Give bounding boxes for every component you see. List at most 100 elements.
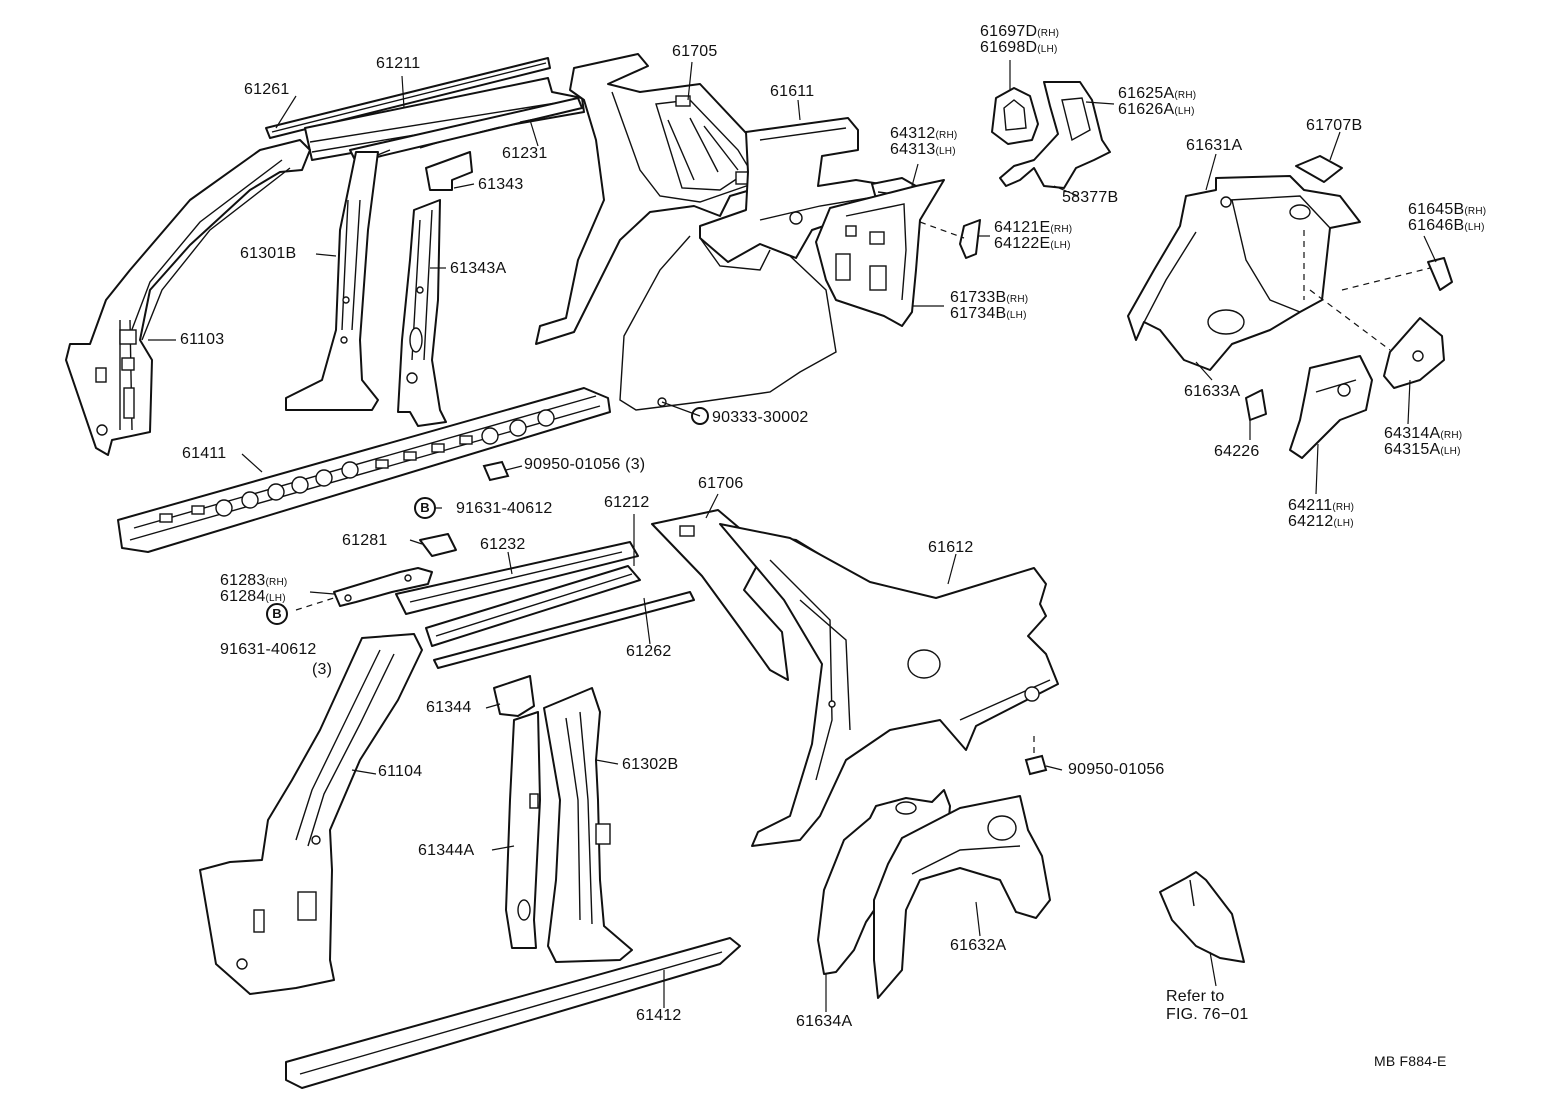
reference-note-line1: Refer to — [1166, 988, 1225, 1005]
part-90950-01056-nut-b — [1024, 754, 1048, 776]
part-61343-bracket — [425, 151, 473, 191]
reference-note-line2: FIG. 76−01 — [1166, 1006, 1249, 1023]
label-64312-side: (RH) — [935, 130, 958, 141]
label-90950-01056-a-qty: (3) — [625, 456, 646, 473]
label-61344A: 61344A — [418, 842, 475, 859]
part-61104-front-pillar-outer — [199, 633, 423, 995]
part-61232-roof-inner-rail-b — [395, 541, 639, 615]
label-61632A: 61632A — [950, 937, 1007, 954]
label-64226: 64226 — [1214, 443, 1260, 460]
label-61283-number: 61283 — [220, 572, 266, 589]
label-64122E: 64122E(LH) — [994, 236, 1071, 253]
label-61707B: 61707B — [1306, 117, 1363, 134]
part-61283-bracket — [333, 567, 433, 607]
part-61697D-cap — [991, 87, 1039, 145]
label-90950-01056-b: 90950-01056 — [1068, 761, 1165, 778]
bolt-marker-b-lower: B — [266, 603, 288, 625]
label-61283-side: (RH) — [265, 577, 288, 588]
label-61301B: 61301B — [240, 245, 297, 262]
label-64315A-side: (LH) — [1440, 446, 1461, 457]
label-64315A: 64315A(LH) — [1384, 442, 1461, 459]
label-64122E-side: (LH) — [1050, 240, 1071, 251]
label-64121E: 64121E(RH) — [994, 220, 1072, 237]
label-61645B-side: (RH) — [1464, 206, 1487, 217]
label-64312-number: 64312 — [890, 125, 936, 142]
label-61698D-number: 61698D — [980, 39, 1038, 56]
part-61343A-center-pillar-reinforcement — [397, 199, 447, 427]
part-61411-rocker-outer — [117, 387, 611, 553]
label-91631-40612-b: 91631-40612 — [220, 641, 317, 658]
label-61626A: 61626A(LH) — [1118, 102, 1195, 119]
label-64314A-side: (RH) — [1440, 430, 1463, 441]
label-61733B-side: (RH) — [1006, 294, 1029, 305]
part-61281-bracket — [419, 533, 457, 557]
label-61284-side: (LH) — [265, 593, 286, 604]
part-61301B-center-pillar-inner — [285, 151, 379, 411]
label-61634A: 61634A — [796, 1013, 853, 1030]
part-61705-quarter-inner-panel — [535, 53, 765, 345]
part-64211-panel — [1289, 355, 1373, 459]
bolt-marker-b-upper: B — [414, 497, 436, 519]
label-61646B-side: (LH) — [1464, 222, 1485, 233]
part-61733B-quarter-wheel-panel — [815, 179, 945, 327]
dash-line-91631b — [295, 595, 341, 611]
label-61284: 61284(LH) — [220, 589, 286, 606]
label-61262: 61262 — [626, 643, 672, 660]
label-61733B: 61733B(RH) — [950, 290, 1028, 307]
label-61646B: 61646B(LH) — [1408, 218, 1485, 235]
label-90950-01056-a-number: 90950-01056 — [524, 456, 621, 473]
label-61734B-side: (LH) — [1006, 310, 1027, 321]
dash-line-64314A — [1309, 289, 1391, 351]
leader-lines — [148, 60, 1437, 1012]
label-64315A-number: 64315A — [1384, 441, 1441, 458]
label-61104: 61104 — [378, 763, 423, 780]
label-61211: 61211 — [376, 55, 421, 72]
label-61612: 61612 — [928, 539, 974, 556]
label-61232: 61232 — [480, 536, 526, 553]
label-61697D-number: 61697D — [980, 23, 1038, 40]
label-64212: 64212(LH) — [1288, 514, 1354, 531]
label-61411: 61411 — [182, 445, 227, 462]
part-61261-roof-rail — [265, 57, 551, 139]
label-64211-number: 64211 — [1288, 497, 1333, 514]
label-64211: 64211(RH) — [1288, 498, 1354, 515]
label-61212: 61212 — [604, 494, 650, 511]
part-61612-quarter-outer-b — [719, 523, 1059, 847]
label-61646B-number: 61646B — [1408, 217, 1465, 234]
part-61262-roof-rail-b — [433, 591, 695, 669]
label-61698D-side: (LH) — [1037, 44, 1058, 55]
part-61103-front-pillar — [65, 139, 311, 456]
label-61626A-number: 61626A — [1118, 101, 1175, 118]
part-64121E-bracket — [959, 219, 981, 259]
label-90333-30002: 90333-30002 — [712, 409, 809, 426]
label-61625A: 61625A(RH) — [1118, 86, 1196, 103]
part-61344-bracket — [493, 675, 535, 717]
label-64314A-number: 64314A — [1384, 425, 1441, 442]
label-64212-number: 64212 — [1288, 513, 1334, 530]
dash-line-64121E — [919, 221, 965, 239]
label-64122E-number: 64122E — [994, 235, 1051, 252]
part-64314A-bracket — [1383, 317, 1445, 389]
label-61626A-side: (LH) — [1174, 106, 1195, 117]
label-61611: 61611 — [770, 83, 815, 100]
label-64121E-number: 64121E — [994, 219, 1051, 236]
label-64212-side: (LH) — [1333, 518, 1354, 529]
label-64312: 64312(RH) — [890, 126, 957, 143]
label-61284-number: 61284 — [220, 588, 266, 605]
part-61212-roof-side-rail-b — [425, 565, 641, 647]
label-64313-side: (LH) — [935, 146, 956, 157]
label-61645B: 61645B(RH) — [1408, 202, 1486, 219]
label-61412: 61412 — [636, 1007, 682, 1024]
part-61625A-extension — [999, 81, 1111, 189]
label-61283: 61283(RH) — [220, 573, 287, 590]
part-61707B-brace — [1295, 155, 1343, 183]
part-mud-guard-reference — [1159, 871, 1245, 963]
label-61633A: 61633A — [1184, 383, 1241, 400]
footer-code: MB F884-E — [1374, 1053, 1447, 1069]
dash-line-61645B — [1341, 267, 1431, 291]
label-61705: 61705 — [672, 43, 718, 60]
label-61706: 61706 — [698, 475, 744, 492]
label-61231: 61231 — [502, 145, 548, 162]
label-61344: 61344 — [426, 699, 472, 716]
